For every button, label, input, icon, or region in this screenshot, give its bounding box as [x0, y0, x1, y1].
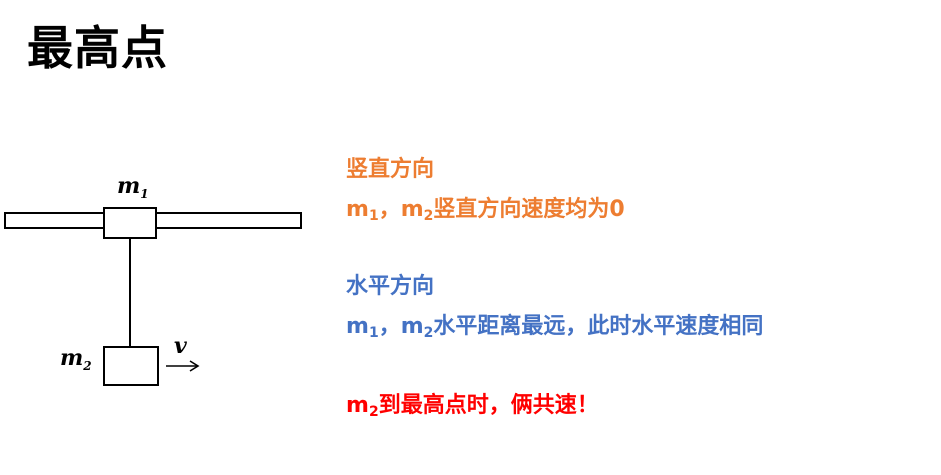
label-m1: m1	[117, 173, 149, 201]
page-title: 最高点	[27, 21, 168, 75]
vertical-statement: m1，m2竖直方向速度均为0	[346, 197, 625, 224]
conclusion-statement: m2到最高点时，俩共速！	[346, 393, 599, 420]
pendulum-diagram: m1 m2 v	[4, 173, 302, 386]
horizontal-heading: 水平方向	[346, 274, 435, 299]
label-v: v	[174, 333, 187, 359]
block-m1	[103, 207, 157, 239]
horizontal-statement: m1，m2水平距离最远，此时水平速度相同	[346, 314, 764, 341]
label-m2: m2	[60, 345, 92, 373]
velocity-arrow-icon	[166, 360, 200, 372]
vertical-heading: 竖直方向	[346, 157, 435, 182]
block-m2	[103, 346, 159, 386]
